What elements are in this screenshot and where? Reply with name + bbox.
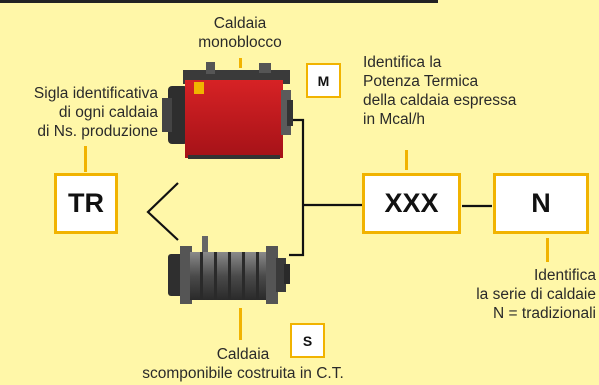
code-box-m: M	[306, 63, 341, 98]
tick-monoblocco	[239, 58, 242, 68]
label-caldaia-scomponibile: Caldaia scomponibile costruita in C.T.	[142, 346, 344, 382]
code-box-s: S	[290, 323, 325, 358]
label-caldaia-monoblocco: Caldaia monoblocco	[198, 15, 282, 51]
code-box-xxx: XXX	[362, 173, 461, 234]
top-border-line	[0, 0, 438, 3]
bracket-top	[289, 118, 305, 257]
label-potenza-termica: Identifica la Potenza Termica della cald…	[363, 54, 517, 128]
tick-sigla	[84, 146, 87, 172]
tick-serie	[546, 238, 549, 262]
code-box-n: N	[493, 173, 589, 234]
label-sigla-identificativa: Sigla identificativa di ogni caldaia di …	[33, 85, 158, 140]
tick-scomponibile	[239, 308, 242, 340]
monoblock-boiler-illustration	[162, 62, 293, 159]
sectional-boiler-illustration	[168, 236, 290, 304]
label-serie-caldaie: Identifica la serie di caldaie N = tradi…	[476, 267, 596, 322]
code-box-tr: TR	[54, 173, 118, 234]
tr-branch-line	[146, 182, 179, 241]
tick-potenza	[405, 150, 408, 170]
